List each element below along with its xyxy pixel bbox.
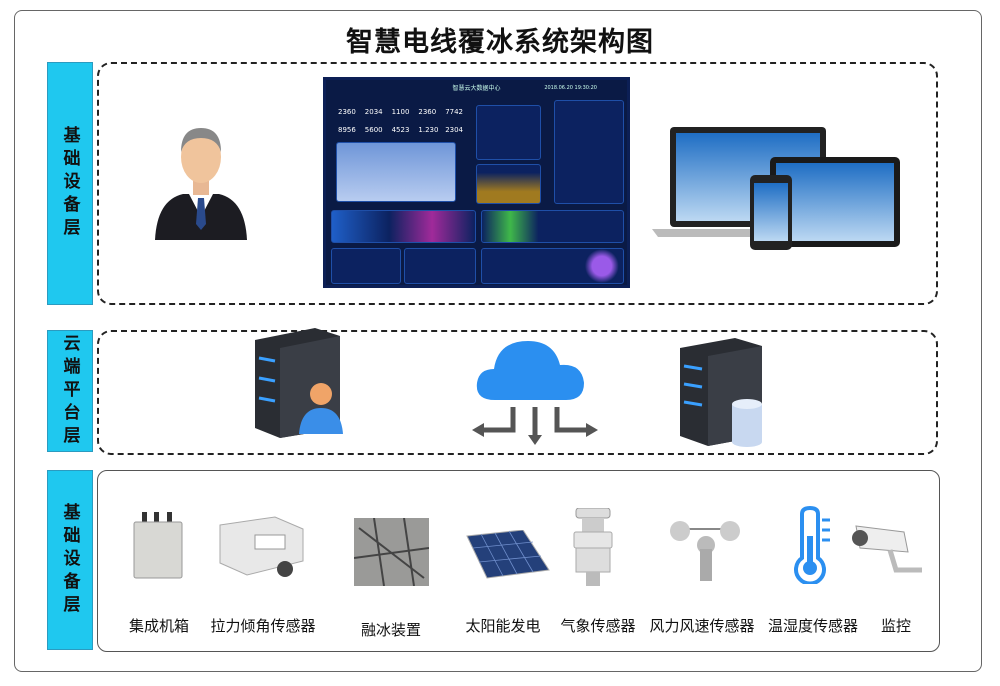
layer-label-text: 云端平台层 bbox=[59, 333, 80, 449]
server-database-icon bbox=[680, 338, 762, 447]
stat: 5600 bbox=[364, 126, 383, 134]
device-layer-box bbox=[97, 470, 940, 652]
layer-label-cloud: 云端平台层 bbox=[47, 330, 93, 452]
stat: 2360 bbox=[338, 108, 356, 116]
device-label: 拉力倾角传感器 bbox=[210, 617, 316, 635]
device-label: 温湿度传感器 bbox=[767, 617, 859, 635]
device-label: 风力风速传感器 bbox=[649, 617, 755, 635]
deicing-device-icon bbox=[354, 518, 429, 586]
devices-icon bbox=[652, 127, 900, 250]
integrated-cabinet-icon bbox=[133, 512, 183, 579]
cloud-layer-box bbox=[97, 330, 938, 455]
chart-panel bbox=[331, 248, 401, 284]
cloud-icon bbox=[472, 341, 598, 445]
device-label: 融冰装置 bbox=[360, 621, 422, 639]
chart-panel bbox=[481, 210, 624, 243]
stat: 1.230 bbox=[418, 126, 439, 134]
big-data-dashboard: 智慧云大数据中心 2018.06.20 19:30:20 2360 2034 1… bbox=[323, 77, 630, 288]
layer-label-text: 基础设备层 bbox=[59, 126, 80, 241]
stat: 7742 bbox=[445, 108, 464, 116]
area-chart-panel bbox=[476, 164, 541, 204]
stat: 2034 bbox=[364, 108, 383, 116]
device-label: 监控 bbox=[880, 617, 912, 635]
stat: 1100 bbox=[391, 108, 410, 116]
layer-label-infrastructure-top: 基础设备层 bbox=[47, 62, 93, 305]
chart-panel bbox=[481, 248, 624, 284]
alarm-panel bbox=[554, 100, 624, 204]
thermometer-icon bbox=[794, 506, 830, 584]
anemometer-icon bbox=[670, 521, 740, 581]
dashboard-stats: 2360 2034 1100 2360 7742 8956 5600 4523 … bbox=[338, 108, 468, 134]
stat: 4523 bbox=[391, 126, 410, 134]
solar-panel-icon bbox=[466, 530, 550, 579]
layer-label-text: 基础设备层 bbox=[59, 502, 80, 618]
iced-line-photo bbox=[336, 142, 456, 202]
tension-tilt-sensor-icon bbox=[219, 516, 304, 577]
weather-sensor-icon bbox=[573, 508, 613, 586]
stat: 2360 bbox=[418, 108, 437, 116]
diagram-title: 智慧电线覆冰系统架构图 bbox=[346, 27, 654, 58]
chart-panel bbox=[331, 210, 476, 243]
layer-label-infrastructure-bottom: 基础设备层 bbox=[47, 470, 93, 650]
user-icon bbox=[155, 128, 247, 240]
device-label: 太阳能发电 bbox=[465, 617, 541, 635]
chart-panel bbox=[476, 105, 541, 160]
dashboard-datetime: 2018.06.20 19:30:20 bbox=[544, 85, 597, 91]
chart-panel bbox=[404, 248, 476, 284]
surveillance-camera-icon bbox=[852, 525, 922, 573]
dashboard-title: 智慧云大数据中心 bbox=[452, 85, 501, 92]
server-user-icon bbox=[255, 328, 343, 438]
top-layer-box bbox=[97, 62, 938, 305]
outer-frame bbox=[14, 10, 982, 672]
stat: 8956 bbox=[338, 126, 356, 134]
device-label: 气象传感器 bbox=[560, 617, 636, 635]
stat: 2304 bbox=[445, 126, 464, 134]
device-label: 集成机箱 bbox=[128, 617, 190, 635]
